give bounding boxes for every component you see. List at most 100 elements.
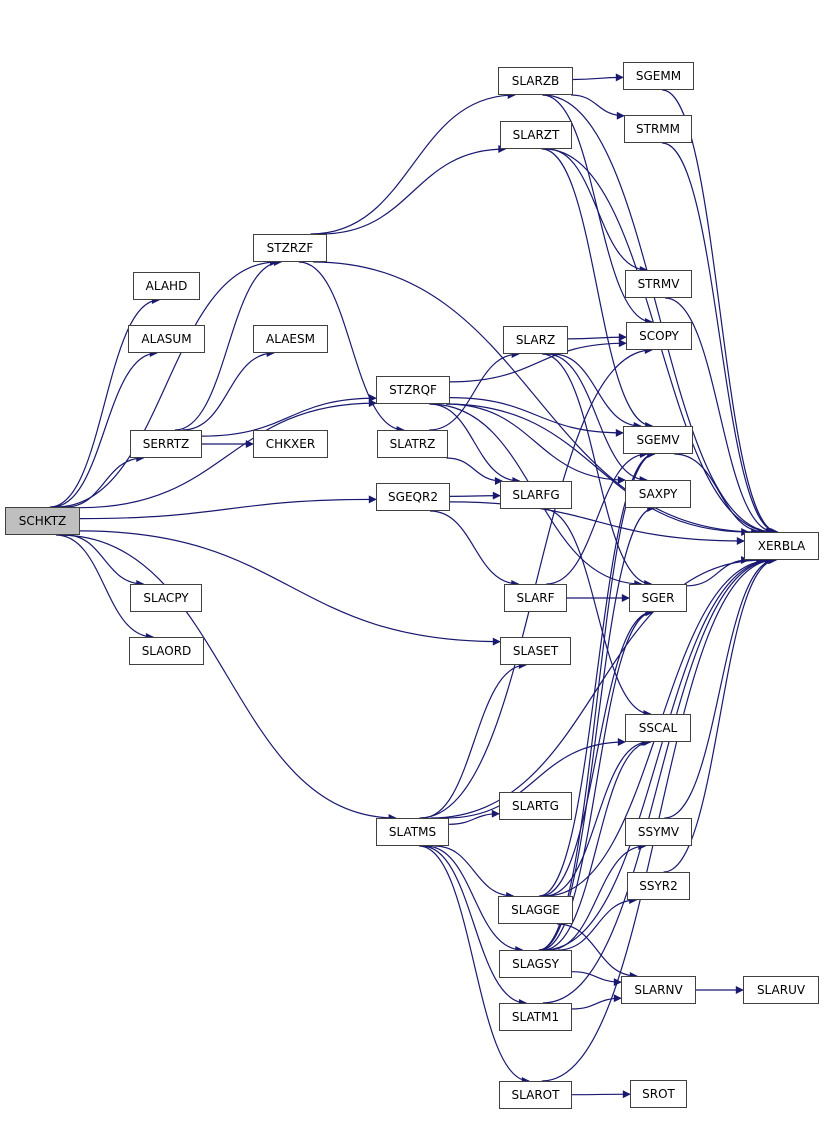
- node-label: STRMV: [637, 277, 680, 291]
- node-slarnv[interactable]: SLARNV: [621, 976, 696, 1004]
- node-slaset[interactable]: SLASET: [500, 637, 571, 665]
- node-label: SSYR2: [639, 879, 678, 893]
- node-strmv[interactable]: STRMV: [625, 270, 692, 298]
- edge-slagsy-to-xerbla: [543, 556, 775, 951]
- node-schktz: SCHKTZ: [5, 507, 80, 535]
- node-slartg[interactable]: SLARTG: [499, 792, 572, 820]
- edge-sgeqr2-to-xerbla: [449, 501, 745, 545]
- node-slatm1[interactable]: SLATM1: [499, 1003, 572, 1031]
- edge-slagsy-to-slarnv: [571, 971, 622, 987]
- node-sgemm[interactable]: SGEMM: [623, 62, 694, 90]
- node-slarzt[interactable]: SLARZT: [500, 121, 572, 149]
- node-sscal[interactable]: SSCAL: [625, 714, 691, 742]
- node-label: SLAGGE: [511, 903, 560, 917]
- node-slagge[interactable]: SLAGGE: [498, 896, 573, 924]
- edge-sgemv-to-xerbla: [674, 453, 766, 536]
- node-label: SLARUV: [756, 983, 806, 997]
- edge-slatm1-to-xerbla: [542, 556, 775, 1004]
- edge-schktz-to-sgeqr2: [79, 495, 377, 520]
- edge-slarf-to-sgemv: [546, 450, 648, 585]
- node-label: SLAGSY: [512, 957, 559, 971]
- edge-schktz-to-stzrzf: [55, 258, 279, 508]
- node-label: SSCAL: [638, 721, 678, 735]
- edge-slarz-to-saxpy: [546, 353, 648, 484]
- node-label: SGEMV: [636, 433, 680, 447]
- edge-schktz-to-slatms: [59, 534, 397, 822]
- node-label: SLATMS: [388, 825, 437, 839]
- edge-schktz-to-slacpy: [64, 534, 145, 588]
- edge-ssyr2-to-xerbla: [663, 556, 778, 873]
- node-saxpy[interactable]: SAXPY: [625, 480, 691, 508]
- node-label: SLARF: [516, 591, 555, 605]
- edge-schktz-to-alasum: [51, 349, 158, 508]
- edge-slarfg-to-sscal: [543, 508, 652, 718]
- edge-stzrzf-to-slarzb: [310, 91, 516, 235]
- node-ssyr2[interactable]: SSYR2: [627, 872, 690, 900]
- edge-strmv-to-xerbla: [665, 297, 776, 536]
- node-label: SLARZ: [515, 333, 556, 347]
- edge-slarzt-to-strmv: [547, 148, 648, 274]
- node-label: ALAESM: [266, 332, 315, 346]
- node-slarz[interactable]: SLARZ: [503, 326, 568, 354]
- node-label: ALAHD: [145, 279, 188, 293]
- edge-slarot-to-srot: [571, 1090, 631, 1099]
- node-sger[interactable]: SGER: [629, 584, 687, 612]
- node-label: SLARNV: [634, 983, 683, 997]
- node-srot[interactable]: SROT: [630, 1080, 687, 1108]
- node-slarzb[interactable]: SLARZB: [498, 67, 573, 95]
- node-slarf[interactable]: SLARF: [504, 584, 567, 612]
- node-label: SLARTG: [512, 799, 559, 813]
- node-serrtz[interactable]: SERRTZ: [130, 430, 202, 458]
- edge-serrtz-to-stzrqf: [201, 394, 377, 437]
- node-chkxer[interactable]: CHKXER: [253, 430, 328, 458]
- edge-slatrz-to-slarz: [429, 350, 520, 431]
- node-strmm[interactable]: STRMM: [624, 115, 692, 143]
- node-label: SLARZT: [512, 128, 560, 142]
- node-alahd[interactable]: ALAHD: [133, 272, 200, 300]
- edge-slatms-to-slartg: [448, 809, 500, 825]
- edge-slarzt-to-sgemv: [541, 148, 654, 430]
- node-label: SAXPY: [638, 487, 678, 501]
- node-stzrzf[interactable]: STZRZF: [253, 234, 327, 262]
- edge-schktz-to-alahd: [49, 296, 160, 508]
- node-slacpy[interactable]: SLACPY: [130, 584, 202, 612]
- edge-stzrqf-to-slarfg: [429, 403, 521, 485]
- edge-serrtz-to-alaesm: [182, 349, 275, 431]
- node-slarot[interactable]: SLAROT: [499, 1081, 572, 1109]
- node-sgemv[interactable]: SGEMV: [623, 426, 693, 454]
- edge-slatms-to-slagge: [434, 845, 515, 900]
- edge-strmm-to-xerbla: [662, 142, 779, 536]
- node-slaruv[interactable]: SLARUV: [743, 976, 819, 1004]
- node-xerbla[interactable]: XERBLA: [744, 532, 819, 560]
- edge-sgemm-to-xerbla: [662, 89, 779, 536]
- node-stzrqf[interactable]: STZRQF: [376, 376, 450, 404]
- edge-slatms-to-slaset: [421, 661, 527, 819]
- edge-stzrqf-to-sgemv: [449, 397, 624, 437]
- node-slatms[interactable]: SLATMS: [376, 818, 449, 846]
- node-label: SGEQR2: [388, 490, 438, 504]
- node-label: STRMM: [636, 122, 680, 136]
- node-ssymv[interactable]: SSYMV: [625, 818, 692, 846]
- node-sgeqr2[interactable]: SGEQR2: [376, 483, 450, 511]
- node-slatrz[interactable]: SLATRZ: [377, 430, 448, 458]
- edge-slarz-to-sger: [542, 353, 653, 588]
- edge-stzrzf-to-slarzt: [320, 145, 507, 235]
- edge-slagsy-to-ssyr2: [557, 896, 638, 951]
- node-slarfg[interactable]: SLARFG: [500, 481, 572, 509]
- edge-ssymv-to-xerbla: [664, 556, 777, 819]
- edge-slagge-to-sger: [540, 608, 654, 897]
- edge-slagge-to-slarnv: [556, 923, 638, 980]
- edge-slagsy-to-sscal: [542, 738, 652, 951]
- node-label: SGER: [641, 591, 675, 605]
- node-scopy[interactable]: SCOPY: [626, 322, 692, 350]
- node-alaesm[interactable]: ALAESM: [253, 325, 328, 353]
- node-label: SERRTZ: [142, 437, 190, 451]
- edge-slagge-to-sscal: [544, 738, 650, 897]
- node-alasum[interactable]: ALASUM: [128, 325, 205, 353]
- node-slaord[interactable]: SLAORD: [129, 637, 204, 665]
- node-slagsy[interactable]: SLAGSY: [499, 950, 572, 978]
- node-label: SLARZB: [511, 74, 560, 88]
- edge-slagsy-to-sger: [540, 608, 655, 951]
- edge-slatms-to-slarot: [418, 845, 530, 1085]
